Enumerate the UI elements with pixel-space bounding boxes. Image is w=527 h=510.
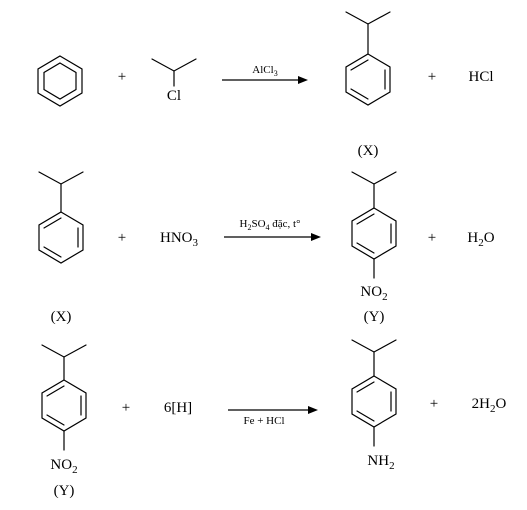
reactant-label-y: (Y): [54, 483, 75, 499]
cumene-molecule: [38, 171, 84, 264]
water-byproduct: 2H2O: [472, 396, 507, 415]
reactant-label-x: (X): [51, 309, 72, 325]
water-byproduct: H2O: [467, 230, 494, 249]
chlorine-label: Cl: [167, 88, 181, 104]
benzene-molecule: [37, 55, 83, 107]
reaction-arrow: [224, 233, 321, 241]
amino-group-label: NH2: [367, 453, 394, 472]
product-label-y: (Y): [364, 309, 385, 325]
cumidine-molecule: [351, 339, 397, 447]
plus-sign: +: [428, 230, 436, 246]
plus-sign: +: [122, 400, 130, 416]
hcl-byproduct: HCl: [468, 69, 493, 85]
plus-sign: +: [430, 396, 438, 412]
nitro-group-label: NO2: [50, 457, 77, 476]
plus-sign: +: [428, 69, 436, 85]
cumene-molecule: [345, 11, 391, 106]
isopropyl-chloride-molecule: [151, 58, 197, 87]
product-label-x: (X): [358, 143, 379, 159]
hydrogen-reagent: 6[H]: [164, 400, 192, 416]
reaction-arrow: [228, 406, 318, 414]
nitrocumene-molecule: [41, 344, 87, 451]
condition-label: Fe + HCl: [243, 415, 284, 427]
condition-label: H2SO4 đặc, t°: [240, 218, 301, 232]
nitro-group-label: NO2: [360, 284, 387, 303]
reaction-arrow: [222, 76, 308, 84]
nitric-acid-reagent: HNO3: [160, 230, 199, 249]
plus-sign: +: [118, 230, 126, 246]
plus-sign: +: [118, 69, 126, 85]
catalyst-label: AlCl3: [252, 64, 277, 78]
nitrocumene-molecule: [351, 171, 397, 279]
